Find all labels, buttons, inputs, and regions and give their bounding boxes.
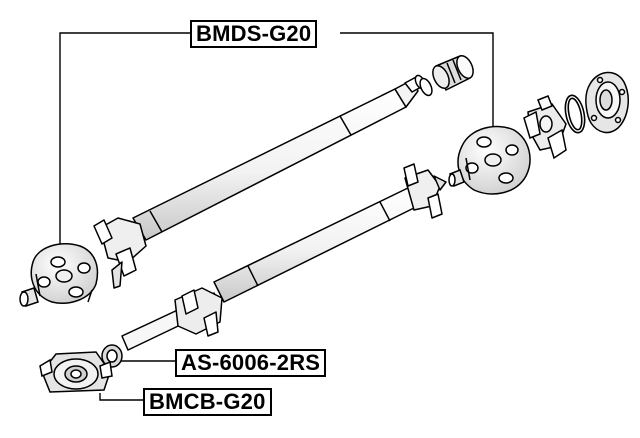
leader-line-center-bearing xyxy=(99,393,143,401)
lower-drive-shaft xyxy=(121,163,447,351)
bearing xyxy=(101,344,123,368)
flex-disc-left xyxy=(30,242,99,304)
label-bearing: AS-6006-2RS xyxy=(175,349,327,377)
companion-flange xyxy=(585,71,630,134)
drive-flange-yoke xyxy=(523,95,567,160)
bushing-left xyxy=(19,287,39,307)
leader-line-flex-disc-right xyxy=(340,32,494,128)
leader-lines xyxy=(59,32,494,401)
leader-line-flex-disc-left xyxy=(59,32,190,245)
o-rings xyxy=(564,94,586,134)
upper-drive-shaft xyxy=(93,74,426,289)
spline-boot xyxy=(419,54,474,97)
flex-disc-right xyxy=(457,125,531,195)
label-center-bearing: BMCB-G20 xyxy=(143,388,272,416)
center-bearing xyxy=(39,351,113,393)
bushing-middle xyxy=(448,169,465,187)
label-flex-disc: BMDS-G20 xyxy=(190,20,318,48)
